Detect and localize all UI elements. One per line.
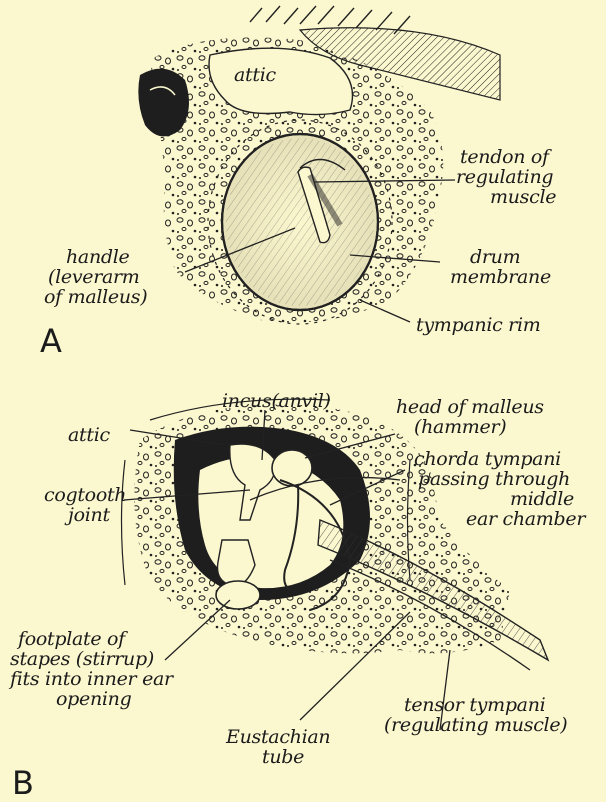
label-opening: opening [56, 690, 131, 709]
label-regulating-muscle: (regulating muscle) [384, 716, 567, 735]
label-chorda-tympani: chorda tympani [414, 450, 561, 469]
label-regulating: regulating [456, 168, 553, 187]
label-of-malleus: of malleus) [44, 288, 147, 307]
label-joint: joint [68, 506, 110, 525]
label-drum: drum [470, 248, 520, 267]
label-handle: handle [66, 248, 130, 267]
label-leverarm: (leverarm [48, 268, 140, 287]
label-muscle: muscle [490, 188, 556, 207]
panel-a-drawing [138, 6, 500, 324]
label-incus: incus(anvil) [222, 392, 331, 411]
label-tympanic-rim: tympanic rim [416, 316, 540, 335]
panel-label-b: B [12, 764, 34, 802]
label-footplate-of: footplate of [18, 630, 125, 649]
label-passing-through: passing through [418, 470, 570, 489]
label-middle: middle [510, 490, 574, 509]
label-hammer: (hammer) [414, 418, 506, 437]
label-membrane: membrane [450, 268, 551, 287]
label-tube: tube [262, 748, 304, 767]
label-tensor-tympani: tensor tympani [404, 696, 545, 715]
label-ear-chamber: ear chamber [466, 510, 585, 529]
label-attic-b: attic [68, 426, 110, 445]
label-stapes-stirrup: stapes (stirrup) [10, 650, 154, 669]
label-attic-a: attic [234, 66, 276, 85]
label-fits-into-inner-ear: fits into inner ear [10, 670, 173, 689]
panel-label-a: A [40, 322, 62, 360]
label-head-of-malleus: head of malleus [396, 398, 544, 417]
label-cogtooth: cogtooth [44, 486, 126, 505]
label-tendon-of: tendon of [460, 148, 549, 167]
label-eustachian: Eustachian [226, 728, 330, 747]
